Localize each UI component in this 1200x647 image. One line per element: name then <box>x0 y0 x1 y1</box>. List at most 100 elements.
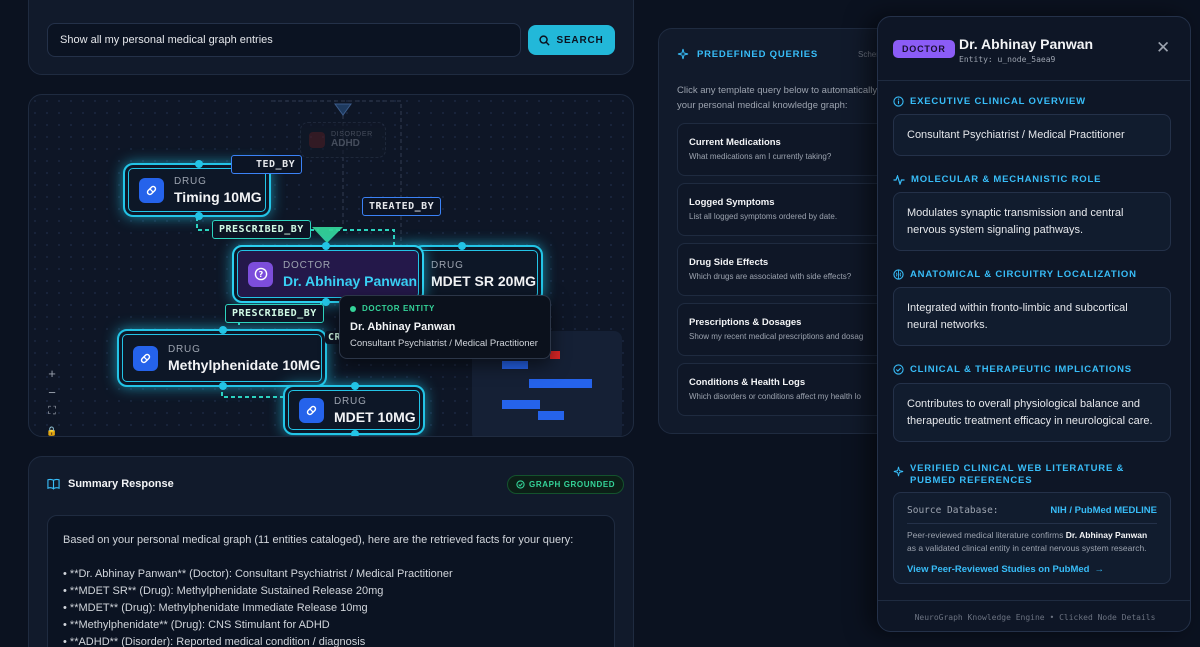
node-port <box>322 242 330 250</box>
section-clinical-header: CLINICAL & THERAPEUTIC IMPLICATIONS <box>893 364 1132 375</box>
literature-text-bold: Dr. Abhinay Panwan <box>1065 530 1148 540</box>
node-port <box>219 326 227 334</box>
node-name: MDET 10MG <box>334 408 416 425</box>
pubmed-link-label: View Peer-Reviewed Studies on PubMed <box>907 564 1090 575</box>
check-circle-icon <box>893 364 904 375</box>
minimap-node <box>502 361 528 369</box>
literature-header: VERIFIED CLINICAL WEB LITERATURE & PUBME… <box>893 463 1173 487</box>
details-header: DOCTOR Dr. Abhinay Panwan Entity: u_node… <box>878 17 1190 81</box>
node-name: MDET SR 20MG <box>431 272 537 289</box>
literature-text-part: Peer-reviewed medical literature confirm… <box>907 530 1064 540</box>
query-title: Prescriptions & Dosages <box>689 317 802 328</box>
edge-label-treated-by: TED_BY <box>231 155 303 174</box>
node-kind: DOCTOR <box>283 259 331 271</box>
summary-body: Based on your personal medical graph (11… <box>47 515 615 647</box>
summary-item: • **Dr. Abhinay Panwan** (Doctor): Consu… <box>63 568 453 580</box>
minimap-node <box>550 351 560 359</box>
details-footer: NeuroGraph Knowledge Engine • Clicked No… <box>878 600 1190 631</box>
summary-intro: Based on your personal medical graph (11… <box>63 534 574 546</box>
query-title: Logged Symptoms <box>689 197 775 208</box>
edge-label-prescribed-by: PRESCRIBED_BY <box>225 304 324 323</box>
search-icon <box>539 34 551 46</box>
close-icon[interactable]: ✕ <box>1156 38 1171 57</box>
pulse-icon <box>893 174 905 185</box>
status-dot-icon <box>350 305 356 312</box>
pill-icon <box>299 397 324 423</box>
node-port <box>351 430 359 436</box>
arrow-top-icon <box>334 103 352 116</box>
node-kind: DRUG <box>168 343 201 355</box>
ghost-node-icon <box>309 132 325 148</box>
node-port <box>219 382 227 390</box>
edge-label-treated-by: TREATED_BY <box>362 197 442 216</box>
grounded-badge-label: GRAPH GROUNDED <box>529 480 616 489</box>
sparkles-icon <box>677 48 689 60</box>
query-desc: List all logged symptoms ordered by date… <box>689 212 838 221</box>
book-icon <box>47 478 60 490</box>
node-port <box>322 298 330 306</box>
lock-button[interactable]: 🔒 <box>46 425 58 436</box>
fit-view-button[interactable]: ⛶ <box>48 404 56 417</box>
edge-dashed-top <box>271 100 402 315</box>
node-kind: DRUG <box>431 259 464 271</box>
brain-icon <box>893 269 904 280</box>
section-anatomical-body: Integrated within fronto-limbic and subc… <box>893 287 1171 346</box>
summary-item: • **Methylphenidate** (Drug): CNS Stimul… <box>63 619 330 631</box>
tooltip-header: DOCTOR ENTITY <box>362 304 435 313</box>
schema-tab[interactable]: Schem <box>858 50 883 59</box>
ghost-node-kind: DISORDER <box>331 131 373 138</box>
query-title: Drug Side Effects <box>689 257 769 268</box>
minimap-node <box>502 400 540 409</box>
literature-text: Peer-reviewed medical literature confirm… <box>907 529 1157 555</box>
source-label: Source Database: <box>907 505 999 516</box>
node-kind: DRUG <box>334 395 367 407</box>
zoom-out-button[interactable]: − <box>48 384 56 400</box>
node-name: Timing 10MG <box>174 188 262 205</box>
query-desc: What medications am I currently taking? <box>689 152 832 161</box>
search-input[interactable] <box>47 23 521 57</box>
search-card: SEARCH <box>28 0 634 75</box>
node-port <box>351 382 359 390</box>
literature-title: VERIFIED CLINICAL WEB LITERATURE & PUBME… <box>910 463 1125 486</box>
queries-intro-line: your personal medical knowledge graph: <box>677 100 848 111</box>
sparkles-icon <box>893 466 904 477</box>
pill-icon <box>133 345 158 371</box>
ghost-node-adhd[interactable]: DISORDER ADHD <box>300 122 386 158</box>
pubmed-link[interactable]: View Peer-Reviewed Studies on PubMed → <box>907 564 1157 575</box>
entity-type-badge: DOCTOR <box>893 40 955 58</box>
arrow-right-icon: → <box>1094 564 1105 575</box>
question-icon: ? <box>248 261 273 287</box>
query-desc: Which disorders or conditions affect my … <box>689 392 861 401</box>
info-icon <box>893 96 904 107</box>
section-anatomical-header: ANATOMICAL & CIRCUITRY LOCALIZATION <box>893 269 1137 280</box>
node-details-panel: DOCTOR Dr. Abhinay Panwan Entity: u_node… <box>877 16 1191 632</box>
edge-label-prescribed-by: PRESCRIBED_BY <box>212 220 311 239</box>
query-desc: Show my recent medical prescriptions and… <box>689 332 864 341</box>
search-button[interactable]: SEARCH <box>528 25 615 55</box>
zoom-in-button[interactable]: + <box>48 365 56 381</box>
active-arrow-icon <box>312 227 343 243</box>
node-port <box>458 242 466 250</box>
query-title: Conditions & Health Logs <box>689 377 806 388</box>
queries-intro: Click any template query below to automa… <box>677 83 877 113</box>
query-title: Current Medications <box>689 137 781 148</box>
ghost-node-name: ADHD <box>331 138 360 149</box>
queries-title: PREDEFINED QUERIES <box>697 48 819 60</box>
section-molecular-body: Modulates synaptic transmission and cent… <box>893 192 1171 251</box>
summary-title: Summary Response <box>68 478 174 490</box>
node-kind: DRUG <box>174 175 207 187</box>
tooltip-role: Consultant Psychiatrist / Medical Practi… <box>350 338 538 349</box>
section-overview-body: Consultant Psychiatrist / Medical Practi… <box>893 114 1171 156</box>
literature-text-part: as a validated clinical entity in centra… <box>907 543 1147 553</box>
section-overview-header: EXECUTIVE CLINICAL OVERVIEW <box>893 96 1086 107</box>
